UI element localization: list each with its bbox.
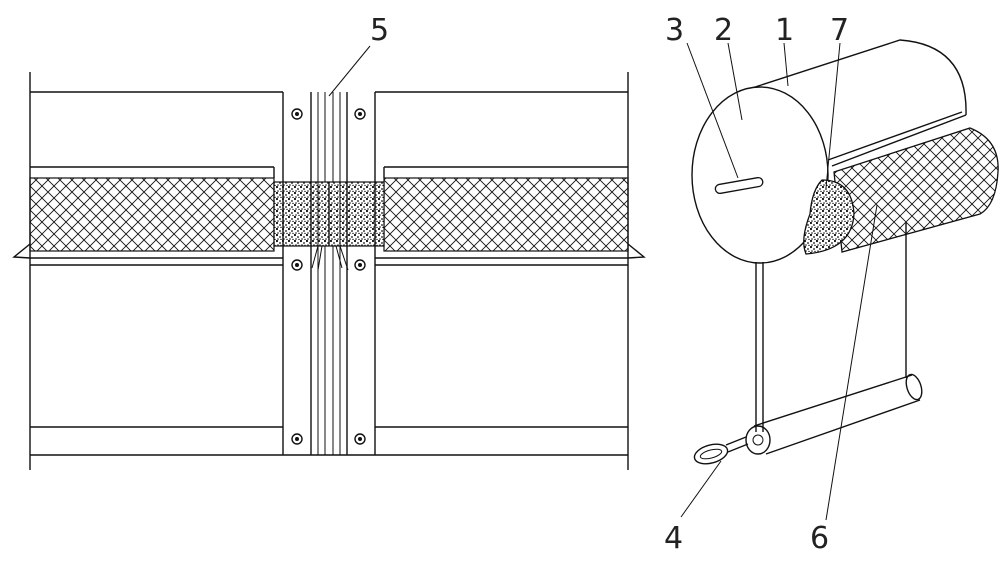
label-4: 4 [664,521,683,556]
pull-handle [693,436,749,465]
label-5: 5 [370,13,389,48]
insulation-roll [833,127,999,253]
foam-end [803,179,855,255]
joint-foam-fill [273,181,385,247]
hanging-sheet [755,222,907,432]
cylinder-body [751,39,967,167]
insulation-band-right [383,177,629,252]
bottom-rod [745,373,923,455]
label-2: 2 [714,13,733,48]
joint-strip [282,92,376,455]
label-6: 6 [810,521,829,556]
label-1: 1 [775,13,794,48]
right-roll-view: 3 2 1 7 4 6 [664,13,999,556]
label-3: 3 [665,13,684,48]
screw-icon [291,108,303,120]
left-panel-view: 5 [12,13,646,470]
screw-icon [291,433,303,445]
screw-icon [354,259,366,271]
insulation-band-left [29,177,275,252]
screw-icon [354,108,366,120]
end-cap-disc [691,86,829,264]
screw-icon [291,259,303,271]
label-7: 7 [830,13,849,48]
screw-icon [354,433,366,445]
shaft-slot [714,176,764,195]
